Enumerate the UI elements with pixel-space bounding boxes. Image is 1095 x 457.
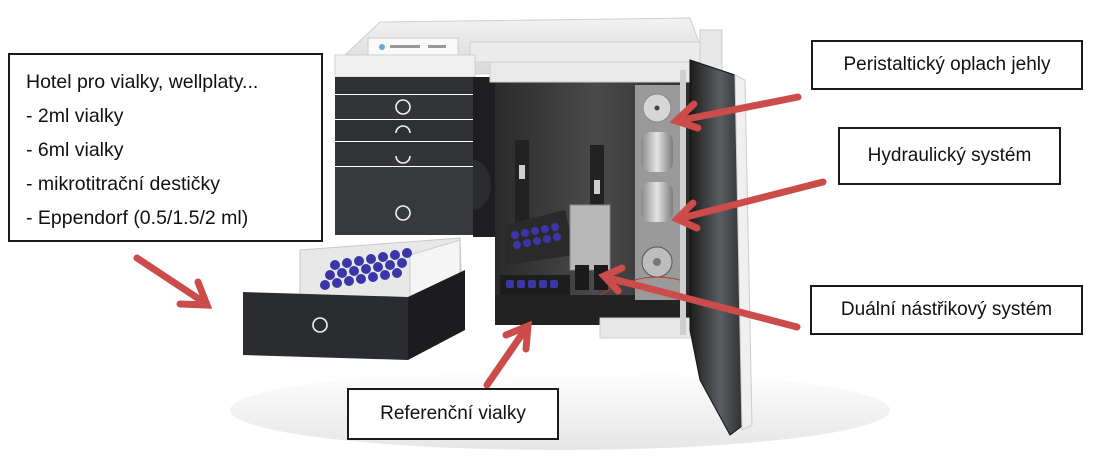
arrow-dual-injection [598,264,801,331]
callout-hotel-item: - Eppendorf (0.5/1.5/2 ml) [26,207,249,229]
callout-hydraulic-system: Hydraulický systém [838,127,1061,185]
callout-dual-injection: Duální nástřikový systém [810,285,1083,335]
vial-rack [320,248,412,290]
hydraulic-pump-1 [641,132,673,172]
annotation-arrows [133,93,827,389]
brand-logo-icon [379,44,385,50]
hydraulic-pump-2 [641,182,673,222]
callout-vial-hotel: Hotel pro vialky, wellplaty... - 2ml via… [8,53,323,242]
drawer-handle-icon [312,317,328,333]
callout-hotel-item: - 2ml vialky [26,105,124,127]
callout-reference-vials: Referenční vialky [347,388,559,440]
reference-vials [506,280,558,288]
sample-compartment [489,61,695,339]
callout-label: Hydraulický systém [867,144,1032,166]
open-front-door [689,59,753,436]
callout-label: Peristaltický oplach jehly [843,53,1051,75]
floor-shadow [230,370,890,450]
vial-hotel-drawers [334,54,495,237]
drawer-handle-icon [395,99,411,115]
arrow-hotel [133,254,213,309]
callout-hotel-item: - 6ml vialky [26,139,124,161]
pulled-out-drawer [243,237,465,360]
arrow-reference-vials [483,320,532,389]
arrow-hydraulic [670,178,827,232]
callout-label: Referenční vialky [380,402,526,424]
callout-hotel-title: Hotel pro vialky, wellplaty... [26,71,259,93]
instrument-top-cover [344,17,723,81]
callout-label: Duální nástřikový systém [840,298,1053,320]
callout-hotel-item: - mikrotitrační destičky [26,173,220,195]
arrow-peristaltic [669,93,802,132]
callout-peristaltic-wash: Peristaltický oplach jehly [811,40,1083,90]
